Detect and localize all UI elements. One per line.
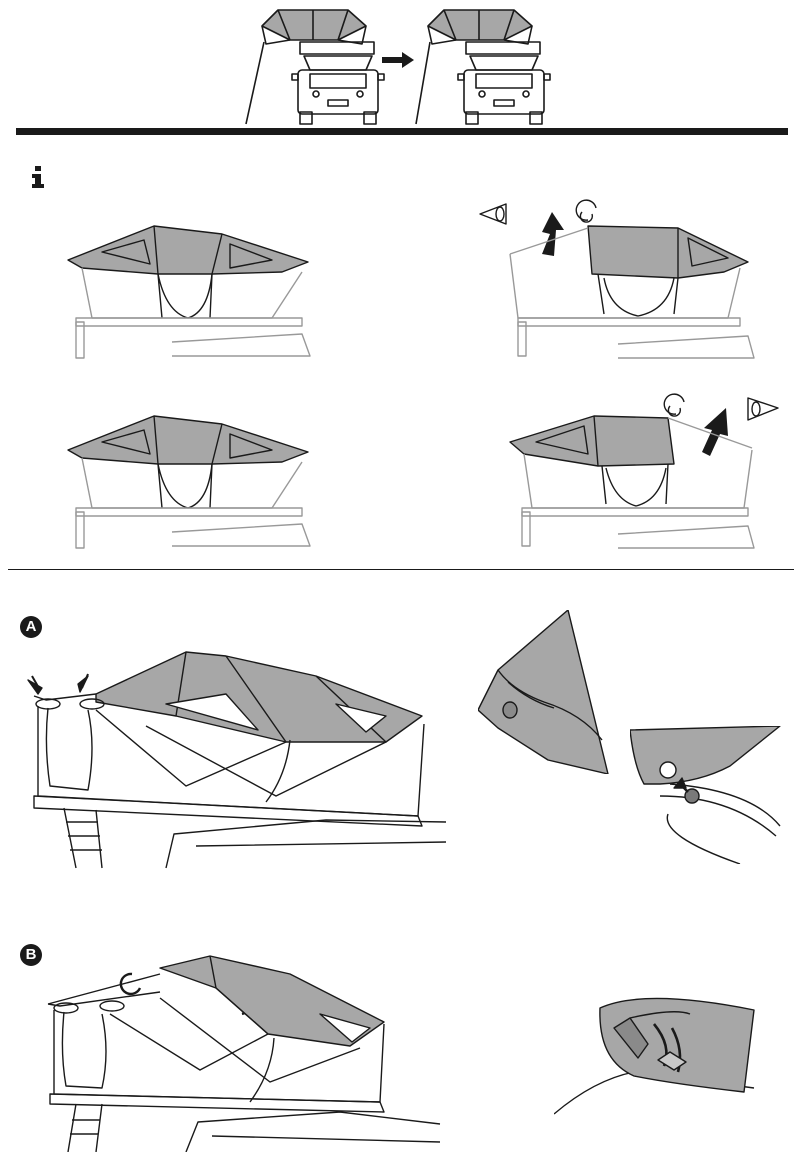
rotate-icon bbox=[119, 972, 142, 996]
eye-icon bbox=[479, 203, 507, 225]
cover-edge-detail bbox=[478, 610, 609, 774]
step-badge-a: A bbox=[20, 616, 42, 638]
tent-cover-illustration-3 bbox=[67, 415, 311, 549]
cover-eyelet-detail bbox=[630, 726, 781, 864]
arrow-right-icon bbox=[382, 52, 414, 68]
rotate-icon bbox=[575, 199, 597, 223]
section-divider-thick bbox=[16, 128, 788, 135]
step-badge-b: B bbox=[20, 944, 42, 966]
tent-cover-attach-illustration-b bbox=[47, 955, 441, 1152]
rotate-icon bbox=[663, 393, 685, 417]
strap-loop-detail bbox=[554, 997, 755, 1115]
vehicle-tent-before bbox=[245, 9, 385, 125]
section-divider-thin bbox=[8, 569, 794, 570]
tent-cover-illustration-1 bbox=[67, 225, 311, 359]
eye-icon bbox=[747, 397, 779, 421]
tent-cover-illustration-4 bbox=[509, 393, 779, 549]
info-icon bbox=[32, 166, 44, 188]
tent-cover-illustration-2 bbox=[479, 199, 755, 359]
tent-cover-attach-illustration-a bbox=[27, 651, 447, 869]
vehicle-tent-after bbox=[415, 9, 551, 125]
